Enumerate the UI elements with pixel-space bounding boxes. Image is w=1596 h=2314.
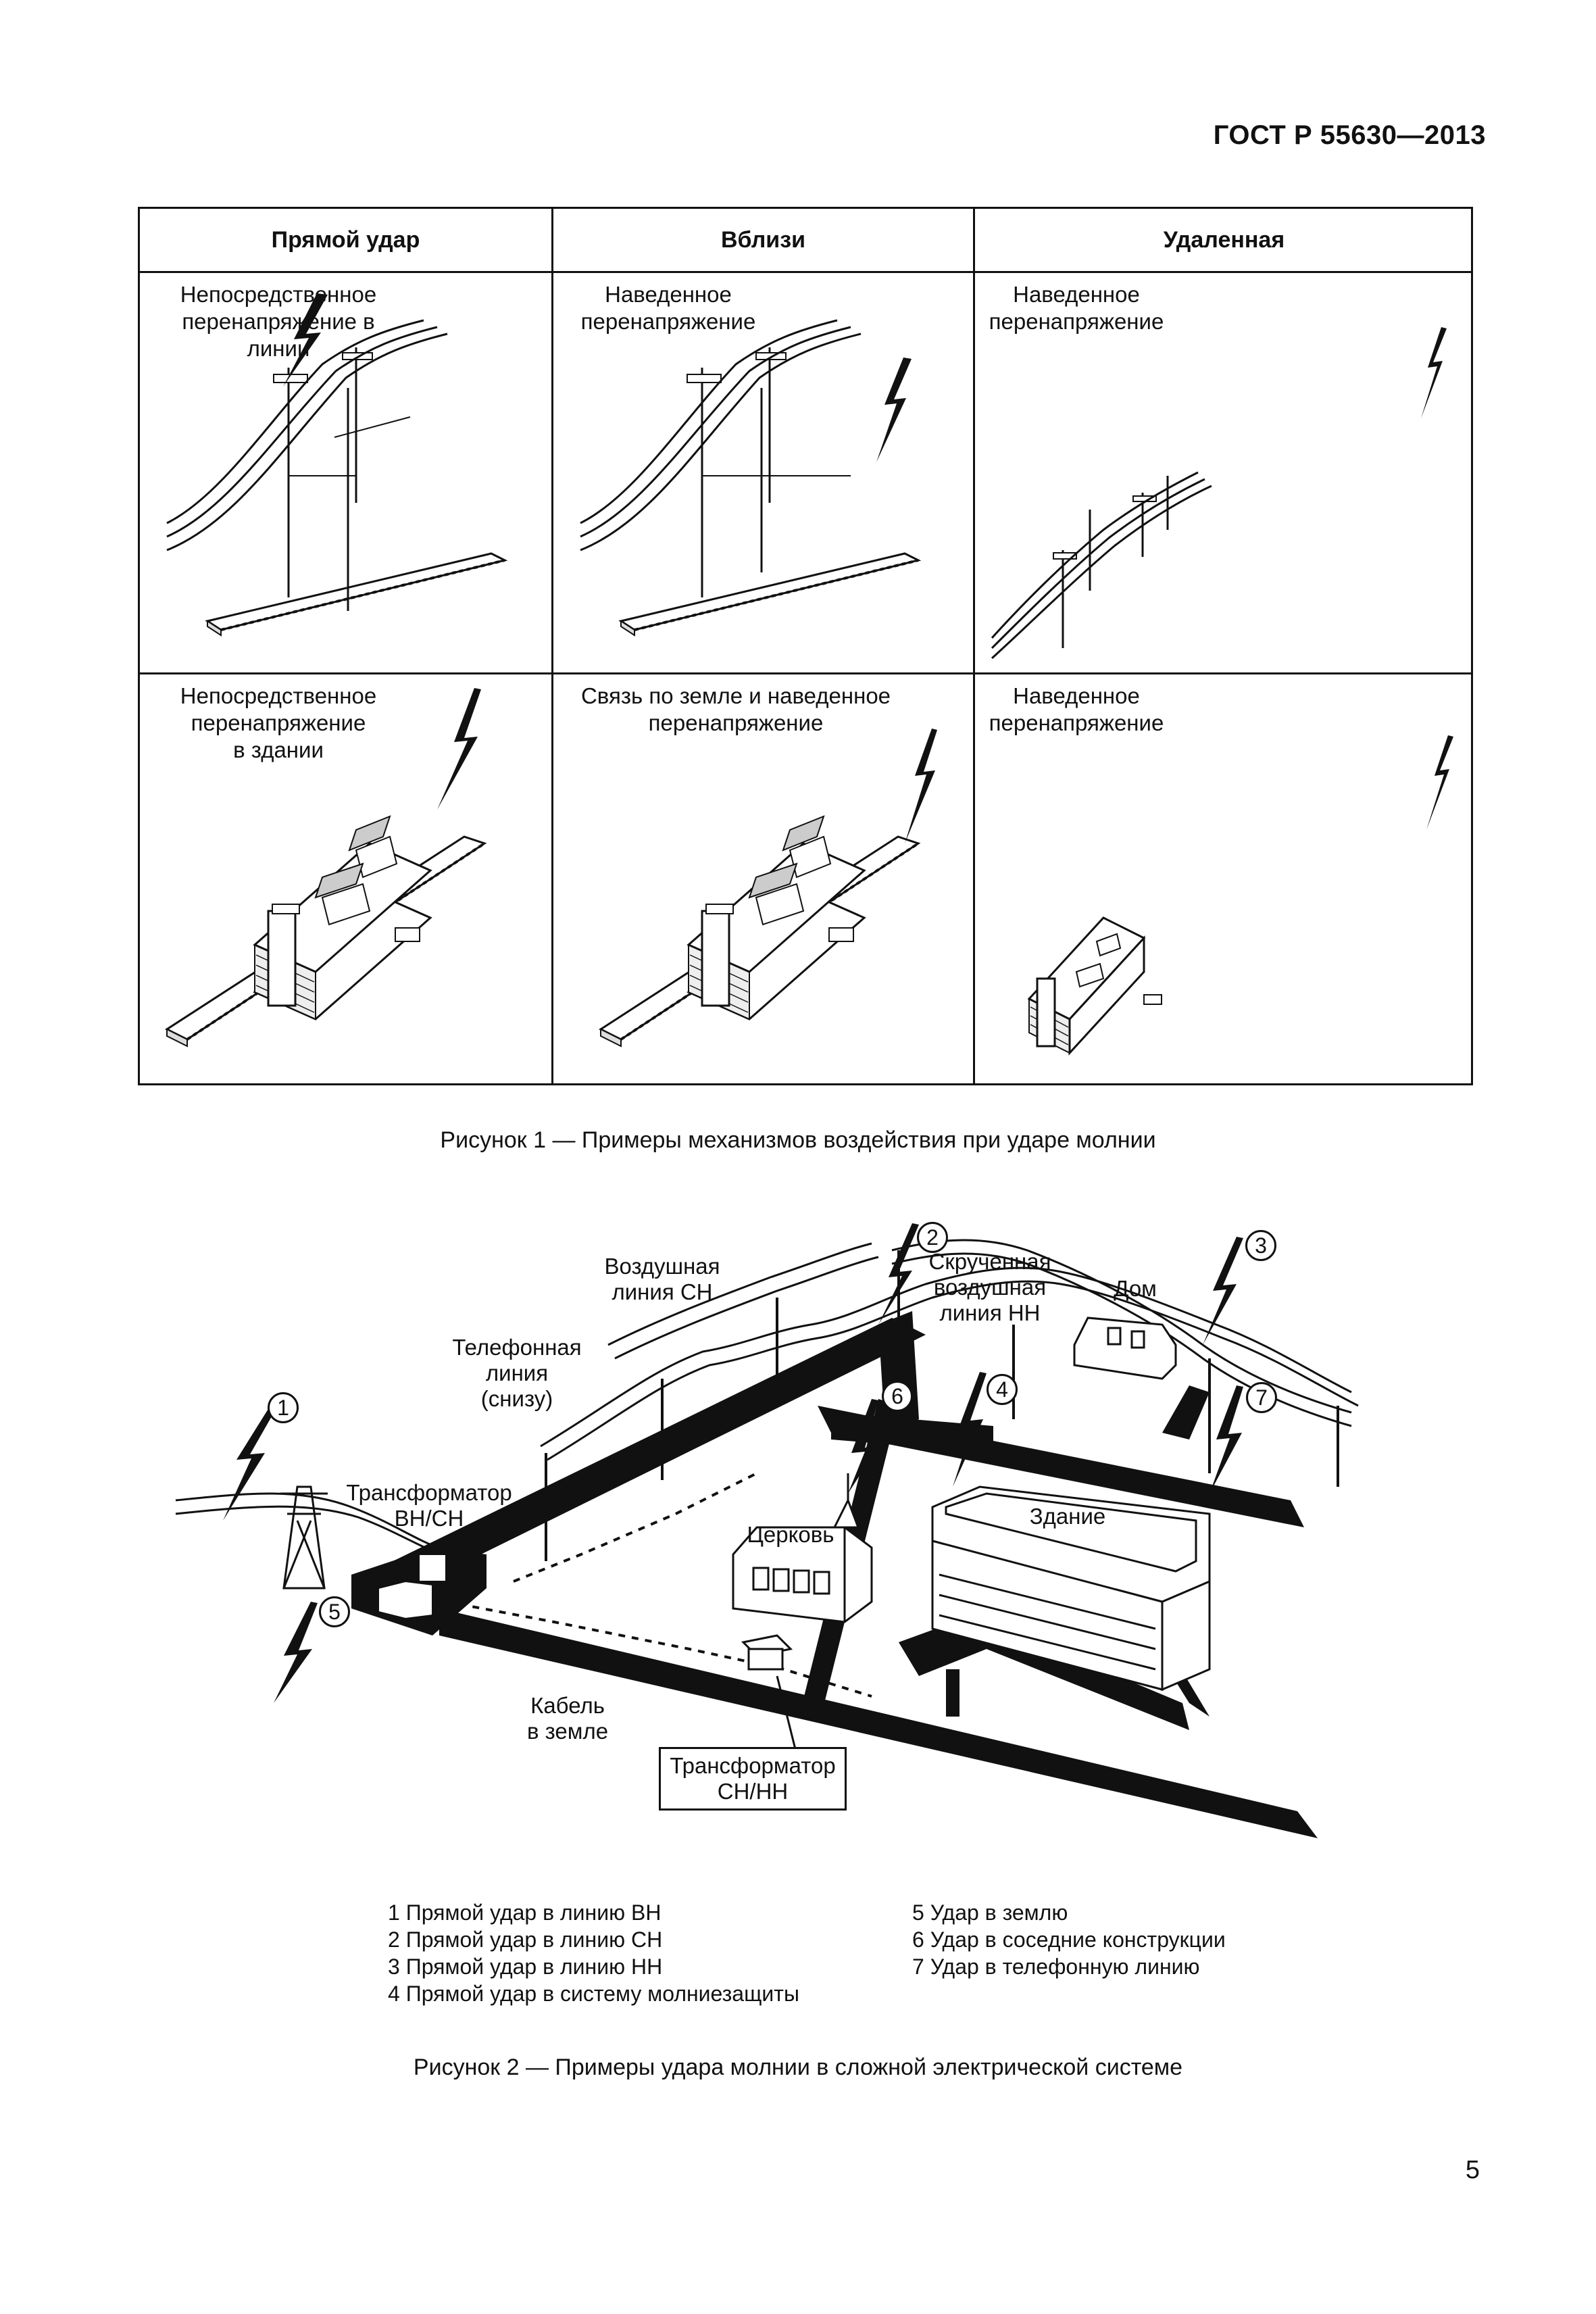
document-code: ГОСТ Р 55630—2013	[1213, 120, 1486, 150]
column-divider	[551, 209, 553, 1083]
label-building: Здание	[1029, 1504, 1106, 1529]
cell-label: Наведенное перенапряжение	[989, 282, 1164, 334]
label-cable: Кабель в земле	[526, 1693, 609, 1744]
label-transformer-hv-mv: Трансформатор ВН/СН	[346, 1480, 512, 1531]
legend-item: 5 Удар в землю	[912, 1900, 1068, 1925]
church	[732, 1473, 873, 1623]
house-illustration	[1027, 735, 1453, 1056]
label-church: Церковь	[747, 1522, 834, 1547]
cell-label: Непосредственное перенапряжение в здании	[180, 683, 377, 762]
small-house	[1073, 1316, 1177, 1380]
cell-nearby-line: Наведенное перенапряжение	[553, 273, 973, 672]
legend-item: 3 Прямой удар в линию НН	[388, 1954, 663, 1979]
power-line-illustration	[166, 293, 508, 637]
column-header-remote: Удаленная	[1163, 226, 1285, 253]
label-phone-line: Телефонная линия (снизу)	[452, 1335, 582, 1411]
poles	[545, 1250, 1339, 1561]
cell-label: Наведенное перенапряжение	[580, 282, 756, 334]
power-line-illustration	[580, 319, 922, 637]
cell-remote-building: Наведенное перенапряжение	[975, 674, 1473, 1083]
marker-2: 2	[917, 1222, 948, 1253]
office-building	[931, 1485, 1211, 1692]
column-header-nearby: Вблизи	[720, 226, 805, 253]
legend-item: 1 Прямой удар в линию ВН	[388, 1900, 662, 1925]
cell-nearby-building: Связь по земле и наведенное перенапряжен…	[553, 674, 973, 1083]
legend-item: 4 Прямой удар в систему молниезащиты	[388, 1981, 799, 2006]
mv-lv-kiosk	[741, 1634, 793, 1671]
column-header-direct: Прямой удар	[271, 226, 420, 253]
cell-label: Связь по земле и наведенное перенапряжен…	[580, 683, 891, 735]
figure1-table: Прямой удар Вблизи Удаленная Непосредств…	[138, 207, 1473, 1085]
marker-7: 7	[1246, 1382, 1277, 1413]
row-divider	[140, 672, 1471, 674]
roads	[351, 1311, 1318, 1838]
legend-item: 7 Удар в телефонную линию	[912, 1954, 1200, 1979]
legend-item: 2 Прямой удар в линию СН	[388, 1927, 663, 1952]
figure1-caption: Рисунок 1 — Примеры механизмов воздейств…	[440, 1127, 1156, 1153]
lightning-bolts	[223, 1223, 1243, 1703]
cell-label: Наведенное перенапряжение	[989, 683, 1164, 735]
electrical-system-illustration	[175, 1223, 1359, 1838]
marker-3: 3	[1245, 1230, 1276, 1261]
cell-label: Непосредственное перенапряжение в линии	[180, 282, 377, 361]
label-transformer-mv-lv: Трансформатор СН/НН	[659, 1747, 847, 1811]
marker-6: 6	[882, 1381, 913, 1412]
header-divider	[140, 271, 1471, 273]
cell-direct-line: Непосредственное перенапряжение в линии	[140, 273, 551, 672]
house-illustration	[598, 729, 937, 1048]
legend-item: 6 Удар в соседние конструкции	[912, 1927, 1226, 1952]
figure2-caption: Рисунок 2 — Примеры удара молнии в сложн…	[413, 2054, 1183, 2080]
column-divider	[973, 209, 975, 1083]
cell-direct-building: Непосредственное перенапряжение в здании	[140, 674, 551, 1083]
hv-tower	[280, 1485, 328, 1590]
label-twisted-lv: Скрученная воздушная линия НН	[928, 1249, 1051, 1325]
marker-5: 5	[319, 1596, 350, 1627]
label-house: Дом	[1114, 1276, 1157, 1301]
overhead-lines	[175, 1239, 1359, 1566]
marker-1: 1	[268, 1392, 299, 1423]
page-number: 5	[1465, 2156, 1480, 2184]
label-overhead-mv: Воздушная линия СН	[604, 1254, 720, 1304]
marker-4: 4	[987, 1374, 1018, 1405]
cell-remote-line: Наведенное перенапряжение	[975, 273, 1473, 672]
power-line-illustration	[991, 327, 1447, 660]
house-illustration	[164, 688, 487, 1048]
